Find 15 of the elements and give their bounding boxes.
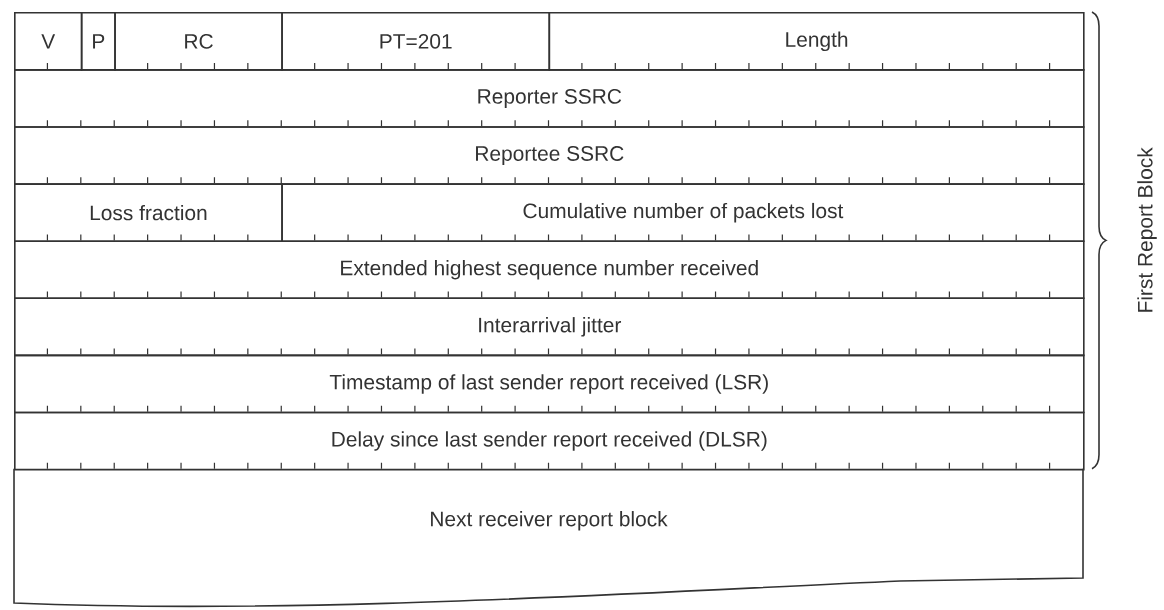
field-box: Reporter SSRC bbox=[14, 69, 1085, 128]
brace-label: First Report Block bbox=[1137, 147, 1157, 312]
field-box: Delay since last sender report received (DLSR) bbox=[14, 411, 1085, 471]
field-box: RC bbox=[114, 12, 283, 71]
field-box: Cumulative number of packets lost bbox=[281, 183, 1085, 242]
field-box: PT=201 bbox=[281, 12, 551, 71]
field-box: Loss fraction bbox=[14, 183, 283, 242]
field-box: Timestamp of last sender report received (LSR) bbox=[14, 354, 1085, 414]
field-box: Length bbox=[548, 12, 1085, 71]
field-box: P bbox=[80, 12, 116, 71]
torn-field-box: Next receiver report block bbox=[13, 468, 1084, 608]
field-box: V bbox=[14, 12, 83, 71]
field-box: Reportee SSRC bbox=[14, 126, 1085, 185]
field-box: Interarrival jitter bbox=[14, 297, 1085, 357]
field-box: Extended highest sequence number received bbox=[14, 240, 1085, 300]
